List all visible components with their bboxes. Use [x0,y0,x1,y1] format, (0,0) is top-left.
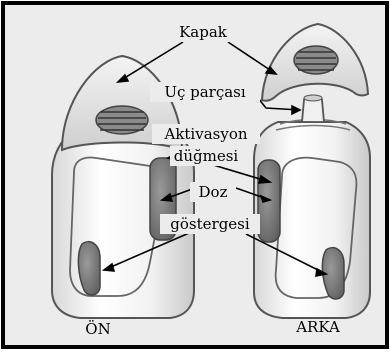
label-activation-line1: Aktivasyon [163,125,247,143]
detached-cap-grip [294,46,338,74]
back-inhaler [254,95,370,318]
label-cap: Kapak [179,23,228,41]
label-dose-line2: göstergesi [170,215,250,233]
label-dose-line1: Doz [199,183,228,201]
label-back: ARKA [295,318,340,336]
front-cap-grip [96,106,148,134]
label-activation-line2: düğmesi [174,147,239,165]
label-front: ÖN [85,320,110,338]
label-tip: Uç parçası [164,83,246,101]
